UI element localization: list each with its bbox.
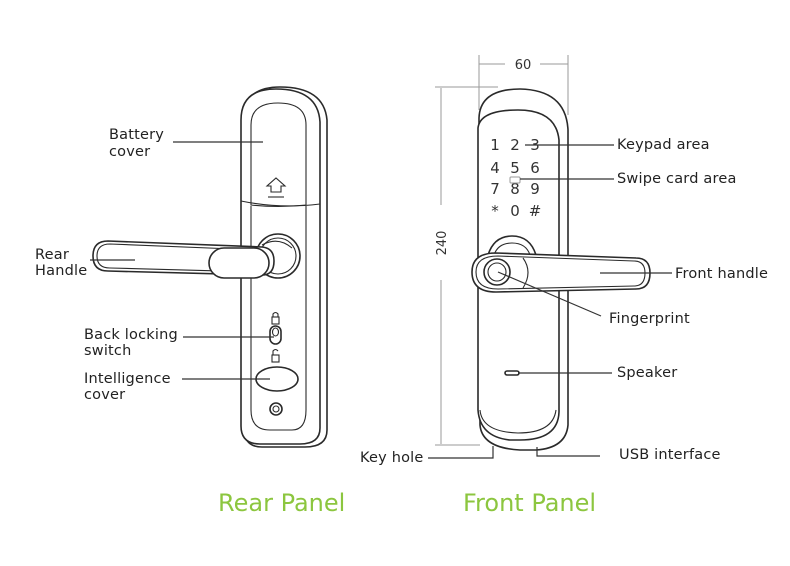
label-front-handle: Front handle — [675, 266, 768, 282]
leader-usb-interface — [536, 447, 600, 457]
lock-closed-icon — [271, 311, 280, 325]
label-rear-handle: Rear Handle — [35, 247, 87, 279]
keypad-key[interactable]: # — [529, 202, 542, 220]
caption-rear-panel: Rear Panel — [218, 489, 345, 517]
back-locking-switch — [269, 311, 282, 363]
swipe-card-icon — [509, 176, 521, 184]
fingerprint-sensor[interactable] — [483, 258, 511, 286]
keypad-key[interactable]: 4 — [490, 159, 500, 177]
dimension-width: 60 — [478, 55, 569, 115]
keypad-key[interactable]: * — [491, 202, 499, 220]
keypad-key[interactable]: 8 — [510, 180, 520, 198]
dimension-height-value: 240 — [435, 231, 450, 256]
front-body-lower-curve — [479, 409, 557, 434]
label-swipe-card-area: Swipe card area — [617, 171, 737, 187]
label-battery-cover: Battery cover — [109, 127, 169, 160]
keypad-key[interactable]: 6 — [530, 159, 540, 177]
label-fingerprint: Fingerprint — [609, 311, 690, 327]
leader-key-hole — [428, 446, 494, 459]
label-speaker: Speaker — [617, 365, 677, 381]
keypad-key[interactable]: 5 — [510, 159, 520, 177]
label-key-hole: Key hole — [360, 450, 424, 466]
rear-panel: Battery cover Rear Handle Back locking s… — [35, 86, 345, 517]
label-back-locking-switch: Back locking switch — [84, 327, 183, 359]
front-handle — [471, 252, 651, 293]
rear-lower-panel — [250, 206, 307, 431]
dimension-width-value: 60 — [515, 58, 532, 73]
keypad-key[interactable]: 2 — [510, 136, 520, 154]
lock-open-icon — [271, 348, 280, 363]
speaker-slot — [504, 370, 520, 376]
dimension-height: 240 — [435, 86, 498, 446]
front-handle-rosette — [487, 235, 537, 256]
keypad-key[interactable]: 1 — [490, 136, 500, 154]
locking-switch-slider[interactable] — [269, 325, 282, 345]
battery-cover-seam — [240, 200, 321, 207]
keypad-key[interactable]: 7 — [490, 180, 500, 198]
rear-handle — [92, 240, 275, 279]
caption-front-panel: Front Panel — [463, 489, 596, 517]
rear-handle-grip — [208, 247, 270, 279]
label-intelligence-cover: Intelligence cover — [84, 371, 176, 403]
battery-cover — [250, 102, 307, 208]
key-cylinder-icon — [269, 402, 283, 416]
keypad-key[interactable]: 0 — [510, 202, 520, 220]
keypad-key[interactable]: 9 — [530, 180, 540, 198]
leader-fingerprint — [497, 271, 602, 317]
label-keypad-area: Keypad area — [617, 137, 710, 153]
label-usb-interface: USB interface — [619, 447, 721, 463]
up-arrow-icon — [265, 177, 287, 198]
